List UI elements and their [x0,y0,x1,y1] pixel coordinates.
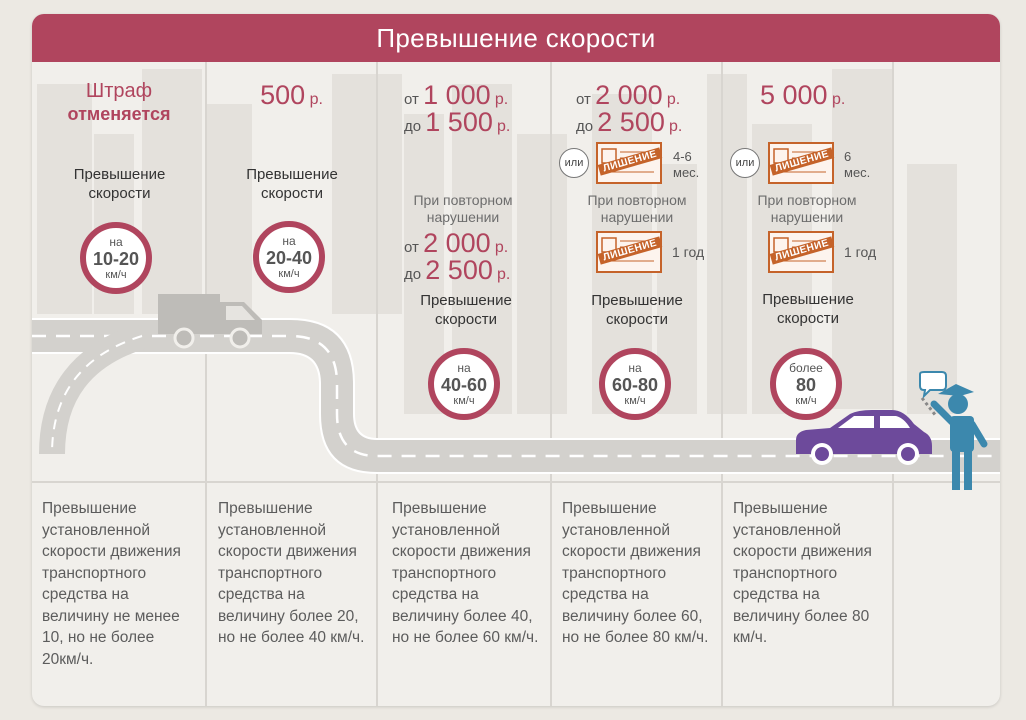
license-deprivation-icon: ЛИШЕНИЕ [596,142,664,191]
page-title: Превышение скорости [32,14,1000,62]
speed-limit-sign: на 20-40 км/ч [253,221,325,293]
fine-range-from: от 1 000 р. [404,80,508,111]
fine-unit: р. [666,91,681,108]
fine-unit: р. [494,91,509,108]
term-unit: мес. [673,165,700,180]
repeat-fine-from: от 2 000 р. [404,228,508,259]
speeding-label: Превышение скорости [246,166,338,202]
road-edge [32,318,1000,440]
or-text: или [735,157,755,169]
fine-value: 5 000 [760,80,828,110]
speed-limit-sign: на 60-80 км/ч [599,348,671,420]
fine-cancelled-line1: Штраф [85,80,153,102]
sign-unit: км/ч [453,394,475,407]
sign-prefix: на [109,234,123,249]
page-title-text: Превышение скорости [376,22,656,53]
fine-unit: р. [497,266,511,283]
or-badge: или [559,148,589,178]
or-text: или [564,157,584,169]
from-prefix: от [404,91,419,108]
sign-unit: км/ч [624,394,646,407]
from-amount: 1 000 [423,80,491,110]
term-unit: мес. [844,165,871,180]
fine-amount: 500 р. [206,80,377,111]
repeat-term: 1 год [672,244,705,260]
fine-unit: р. [309,91,323,108]
police-officer-icon [920,384,988,490]
fine-value: 500 [260,80,306,110]
license-deprivation-icon: ЛИШЕНИЕ [768,231,836,280]
speeding-label: Превышение скорости [762,291,854,327]
sign-unit: км/ч [105,268,127,281]
column-description: Превышение установленной скорости движен… [42,500,181,668]
side-road-markings [51,335,143,455]
sign-prefix: на [628,360,642,375]
column-description: Превышение установленной скорости движен… [562,500,709,646]
fine-unit: р. [669,118,683,135]
sign-value: 10-20 [92,248,140,269]
fine-amount: 5 000 р. [760,80,845,111]
fine-range-to: до 1 500 р. [404,107,510,138]
repeat-term: 1 год [844,244,877,260]
road-edge-lower [32,352,1000,474]
speed-limit-sign: более 80 км/ч [770,348,842,420]
sign-value: 80 [795,374,817,395]
truck-icon [158,294,262,349]
speeding-label: Превышение скорости [73,166,166,202]
fine-unit: р. [497,118,511,135]
repeat-violation-label: При повторном нарушении [587,192,687,225]
to-amount: 2 500 [597,107,665,137]
to-prefix: до [576,118,594,135]
license-deprivation-icon: ЛИШЕНИЕ [768,142,836,191]
speed-limit-sign: на 10-20 км/ч [80,222,152,294]
fine-range-from: от 2 000 р. [576,80,680,111]
term-value: 4-6 [673,149,692,164]
sign-unit: км/ч [278,267,300,280]
fine-cancelled-line2: отменяется [67,104,171,124]
repeat-fine-to: до 2 500 р. [404,255,510,286]
to-amount: 2 500 [425,255,493,285]
term-value: 6 [844,149,852,164]
column-description: Превышение установленной скорости движен… [392,500,539,646]
speech-bubble-icon [919,371,947,398]
deprivation-term: 4-6 мес. [673,149,699,181]
to-prefix: до [404,118,422,135]
sign-value: 60-80 [611,374,659,395]
deprivation-term: 6 мес. [844,149,870,181]
speeding-label: Превышение скорости [591,292,683,328]
speed-limit-sign: на 40-60 км/ч [428,348,500,420]
repeat-violation-label: При повторном нарушении [413,192,513,225]
from-amount: 2 000 [595,80,663,110]
road-markings [32,334,1000,458]
sign-prefix: на [282,233,296,248]
to-amount: 1 500 [425,107,493,137]
from-prefix: от [404,239,419,256]
repeat-violation-label: При повторном нарушении [757,192,857,225]
column-dividers [205,62,894,706]
sign-unit: км/ч [795,394,817,407]
fine-unit: р. [832,91,846,108]
from-prefix: от [576,91,591,108]
speeding-label: Превышение скорости [420,292,512,328]
from-amount: 2 000 [423,228,491,258]
license-deprivation-icon: ЛИШЕНИЕ [596,231,664,280]
fine-range-to: до 2 500 р. [576,107,682,138]
column-description: Превышение установленной скорости движен… [218,500,365,646]
or-badge: или [730,148,760,178]
infographic-card: Превышение скорости Штраф отменяется Пре… [32,14,1000,706]
fine-cancelled: Штраф отменяется [32,80,206,126]
fine-unit: р. [494,239,509,256]
column-description: Превышение установленной скорости движен… [733,500,872,646]
sign-prefix: на [457,360,471,375]
car-icon [796,410,932,465]
sign-prefix: более [789,360,823,375]
sign-value: 20-40 [265,247,313,268]
to-prefix: до [404,266,422,283]
sign-value: 40-60 [440,374,488,395]
